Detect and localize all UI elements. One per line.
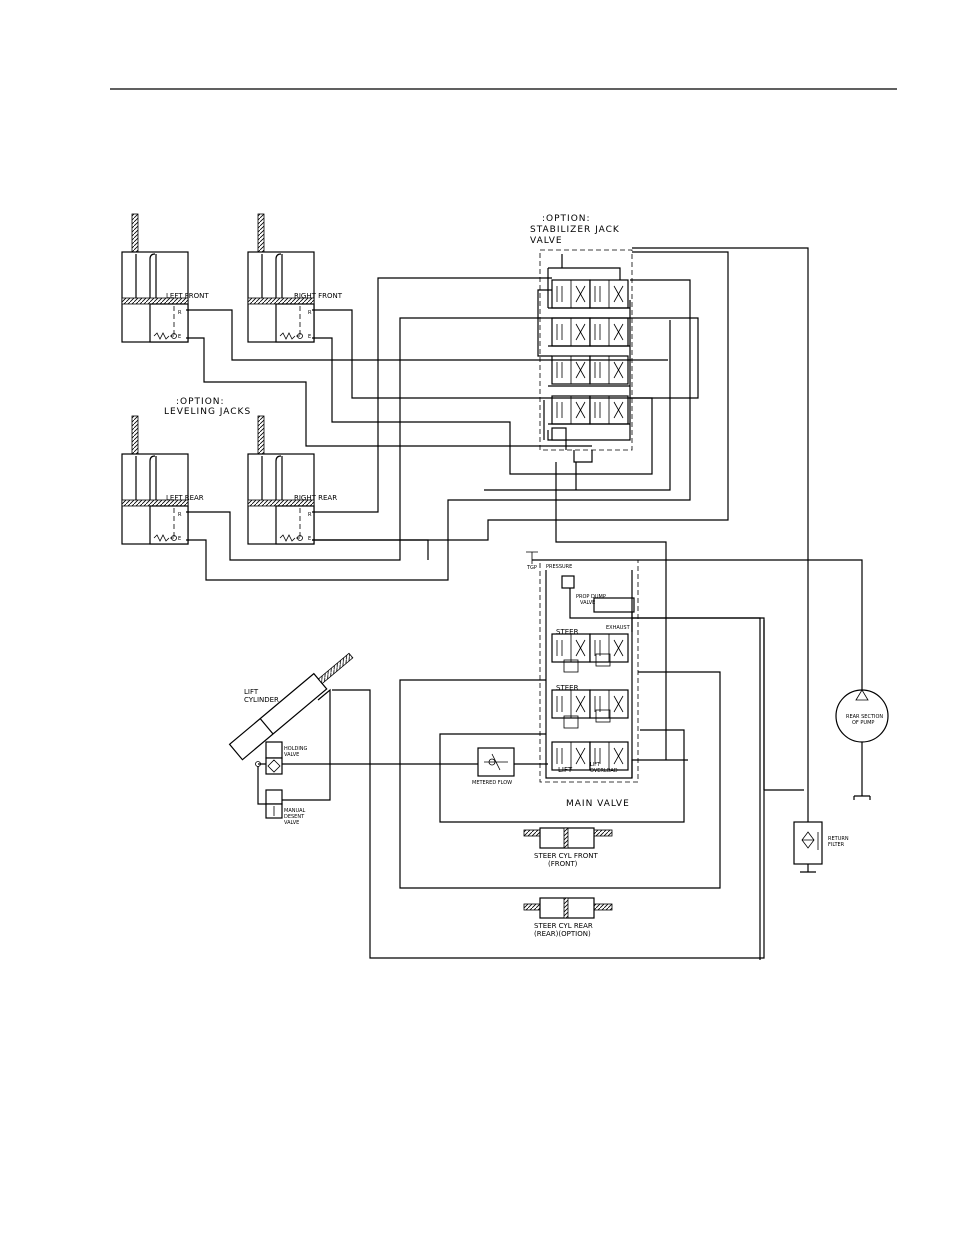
jack-right-rear-label: RIGHT REAR (294, 494, 337, 502)
lift-cylinder-line1: LIFT (244, 688, 259, 696)
port-r-label: R (308, 310, 312, 316)
holding-valve-line1: HOLDING (284, 746, 308, 752)
option-leveling-line1: :OPTION: (176, 397, 225, 407)
option-stabilizer-line1: :OPTION: (542, 214, 591, 224)
port-r-label: R (308, 512, 312, 518)
port-e-label: E (178, 334, 181, 340)
port-e-label: E (308, 334, 311, 340)
metered-flow: METERED FLOW (472, 747, 515, 786)
lift-overload-line1: LIFT (590, 762, 601, 768)
option-leveling-line2: LEVELING JACKS (164, 407, 251, 417)
main-valve-lines (258, 247, 863, 959)
jack-right-front: RIGHT FRONT R E (247, 213, 343, 343)
port-e-label: E (178, 536, 181, 542)
pump-line1: REAR SECTION (846, 714, 883, 720)
steer-cyl-front: STEER CYL FRONT (FRONT) (523, 827, 613, 868)
lift-cylinder-line2: CYLINDER (244, 696, 279, 704)
jack-left-front: LEFT FRONT R E (121, 213, 209, 343)
port-e-label: E (308, 536, 311, 542)
lift-overload-line2: OVERLOAD (590, 768, 618, 774)
option-stabilizer-line3: VALVE (530, 236, 563, 246)
steer2-label: STEER (556, 684, 579, 692)
steer-front-line1: STEER CYL FRONT (534, 852, 598, 860)
jack-left-rear-label: LEFT REAR (166, 494, 204, 502)
jack-right-front-label: RIGHT FRONT (294, 292, 343, 300)
return-filter-line1: RETURN (828, 836, 849, 842)
steer-rear-line2: (REAR)(OPTION) (534, 930, 591, 938)
return-filter-line2: FILTER (828, 842, 845, 848)
holding-valve-line2: VALVE (284, 752, 299, 758)
manual-desent-valve: MANUAL DESENT VALVE (265, 789, 306, 826)
prop-dump-line2: VALVE (580, 600, 595, 606)
pressure-label: PRESSURE (546, 564, 572, 570)
lift-label: LIFT (558, 766, 573, 774)
steer-cyl-rear: STEER CYL REAR (REAR)(OPTION) (523, 897, 613, 938)
main-valve-title: MAIN VALVE (566, 799, 630, 809)
hydraulic-lines (186, 251, 729, 581)
exhaust-label: EXHAUST (606, 625, 631, 631)
return-filter: RETURN FILTER (793, 790, 849, 873)
port-r-label: R (178, 512, 182, 518)
jack-left-front-label: LEFT FRONT (166, 292, 209, 300)
steer1-label: STEER (556, 628, 579, 636)
steer-rear-line1: STEER CYL REAR (534, 922, 593, 930)
tgp-label: TGP (526, 565, 537, 571)
jack-left-rear: LEFT REAR R E (121, 415, 204, 545)
prop-dump-line1: PROP DUMP (576, 594, 606, 600)
main-valve: TGP PRESSURE PROP DUMP VALVE EXHAUST STE… (526, 551, 761, 960)
port-r-label: R (178, 310, 182, 316)
jack-right-rear: RIGHT REAR R E (247, 415, 337, 545)
manual-desent-line2: DESENT (284, 814, 305, 820)
rear-section-pump: REAR SECTION OF PUMP (835, 689, 889, 800)
pump-line2: OF PUMP (852, 720, 874, 726)
manual-desent-line3: VALVE (284, 820, 299, 826)
lift-cylinder: LIFT CYLINDER (228, 652, 354, 801)
metered-flow-label: METERED FLOW (472, 780, 512, 786)
manual-desent-line1: MANUAL (284, 808, 306, 814)
stabilizer-jack-valve (539, 249, 633, 463)
steer-front-line2: (FRONT) (548, 860, 578, 868)
option-stabilizer-line2: STABILIZER JACK (530, 225, 620, 235)
